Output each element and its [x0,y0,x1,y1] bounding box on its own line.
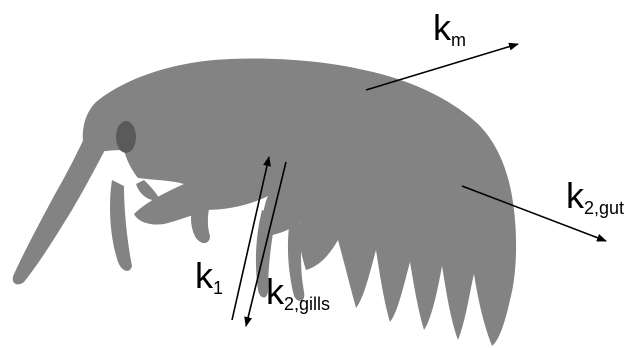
k1-label: k1 [195,255,223,298]
amphipod-silhouette [13,58,516,346]
km-label: km [433,7,466,50]
k2gut-label: k2,gut [566,175,624,218]
mid-leg-2 [288,220,304,301]
mouthpart [136,180,160,200]
antenna [13,112,112,284]
front-leg-1 [110,180,132,271]
km-arrow [366,44,518,90]
eye [116,121,136,153]
